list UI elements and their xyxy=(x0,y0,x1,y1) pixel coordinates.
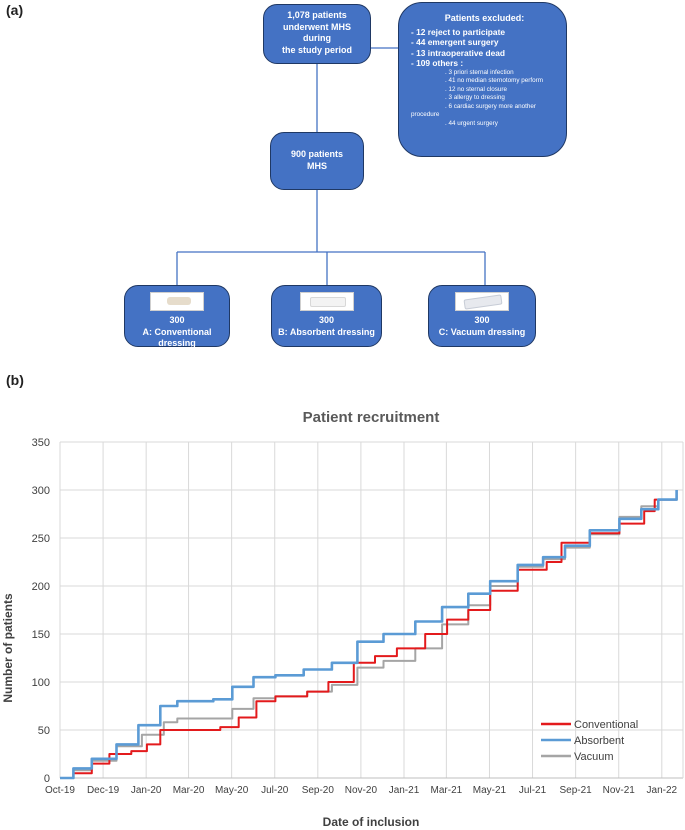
total-patients-line: underwent MHS xyxy=(282,21,351,32)
x-tick-label: Dec-19 xyxy=(87,785,120,796)
group-c-box: 300 C: Vacuum dressing xyxy=(428,285,536,347)
chart-title: Patient recruitment xyxy=(303,409,440,426)
conventional-dressing-image xyxy=(150,292,204,311)
y-tick-label: 0 xyxy=(44,773,50,785)
x-axis-ticks: Oct-19 Dec-19 Jan-20 Mar-20 May-20 Jul-20 Sep-… xyxy=(45,785,678,796)
vacuum-dressing-image xyxy=(455,292,509,311)
legend-label-vacuum: Vacuum xyxy=(574,751,614,763)
y-tick-label: 100 xyxy=(32,677,50,689)
excluded-title: Patients excluded: xyxy=(444,13,525,23)
x-tick-label: Mar-20 xyxy=(173,785,205,796)
total-patients-line: the study period xyxy=(281,45,352,56)
excluded-sub-item: . 6 cardiac surgery more another xyxy=(445,102,536,110)
x-tick-label: Nov-20 xyxy=(345,785,378,796)
x-tick-label: Mar-21 xyxy=(431,785,463,796)
mhs-patients-line: MHS xyxy=(307,160,327,171)
total-patients-line: during xyxy=(303,33,331,44)
excluded-item: - 13 intraoperative dead xyxy=(411,47,506,58)
excluded-item: - 12 reject to participate xyxy=(411,26,506,37)
y-tick-label: 50 xyxy=(38,725,50,737)
x-tick-label: Jan-21 xyxy=(389,785,420,796)
patients-excluded-box: Patients excluded: - 12 reject to partic… xyxy=(398,2,567,157)
excluded-sub-item: . 3 priori sternal infection xyxy=(445,68,514,76)
panel-a-label: (a) xyxy=(6,2,24,18)
group-a-count: 300 xyxy=(169,315,185,325)
total-patients-line: 1,078 patients xyxy=(287,10,347,20)
chart-grid xyxy=(59,441,684,779)
mhs-patients-box: 900 patients MHS xyxy=(270,132,364,190)
y-axis-ticks: 0 50 100 150 200 250 300 350 xyxy=(32,437,50,785)
excluded-sub-item: . 44 urgent surgery xyxy=(445,119,498,127)
group-a-label: A: Conventional xyxy=(142,326,212,337)
excluded-sub-item: procedure xyxy=(411,111,440,119)
x-tick-label: Sep-20 xyxy=(302,785,335,796)
chart-series xyxy=(60,490,678,780)
y-tick-label: 250 xyxy=(32,533,50,545)
excluded-sub-item: . 12 no sternal closure xyxy=(445,85,507,93)
group-b-label: B: Absorbent dressing xyxy=(278,326,375,337)
panel-b-label: (b) xyxy=(6,372,24,388)
x-tick-label: Jan-22 xyxy=(647,785,678,796)
excluded-item: - 109 others : xyxy=(411,58,464,69)
x-tick-label: Oct-19 xyxy=(45,785,75,796)
group-c-label: C: Vacuum dressing xyxy=(438,326,526,337)
series-line-absorbent xyxy=(60,490,678,780)
excluded-sub-item: . 41 no median sternotomy perform xyxy=(445,77,543,85)
absorbent-dressing-image xyxy=(299,292,354,311)
x-tick-label: May-21 xyxy=(473,785,507,796)
group-c-count: 300 xyxy=(474,315,490,325)
x-tick-label: May-20 xyxy=(215,785,249,796)
group-b-count: 300 xyxy=(318,315,335,325)
legend-label-absorbent: Absorbent xyxy=(574,735,624,747)
legend-label-conventional: Conventional xyxy=(574,719,638,731)
x-axis-label: Date of inclusion xyxy=(323,815,420,829)
y-tick-label: 200 xyxy=(32,581,50,593)
x-tick-label: Jul-21 xyxy=(519,785,547,796)
group-a-label: dressing xyxy=(158,338,196,349)
y-tick-label: 350 xyxy=(32,437,50,449)
excluded-item: - 44 emergent surgery xyxy=(411,37,499,48)
mhs-patients-line: 900 patients xyxy=(290,149,344,159)
x-tick-label: Jan-20 xyxy=(131,785,162,796)
x-tick-label: Nov-21 xyxy=(603,785,636,796)
total-patients-box: 1,078 patients underwent MHS during the … xyxy=(263,4,371,64)
x-tick-label: Sep-21 xyxy=(560,785,593,796)
y-tick-label: 300 xyxy=(32,485,50,497)
patient-recruitment-chart: Patient recruitment 0 50 100 150 200 250 300 35… xyxy=(1,409,684,829)
x-tick-label: Jul-20 xyxy=(261,785,289,796)
y-tick-label: 150 xyxy=(32,629,50,641)
y-axis-label: Number of patients xyxy=(1,593,15,703)
group-b-box: 300 B: Absorbent dressing xyxy=(271,285,382,347)
excluded-sub-item: . 3 allergy to dressing xyxy=(445,94,505,102)
group-a-box: 300 A: Conventional dressing xyxy=(124,285,230,349)
